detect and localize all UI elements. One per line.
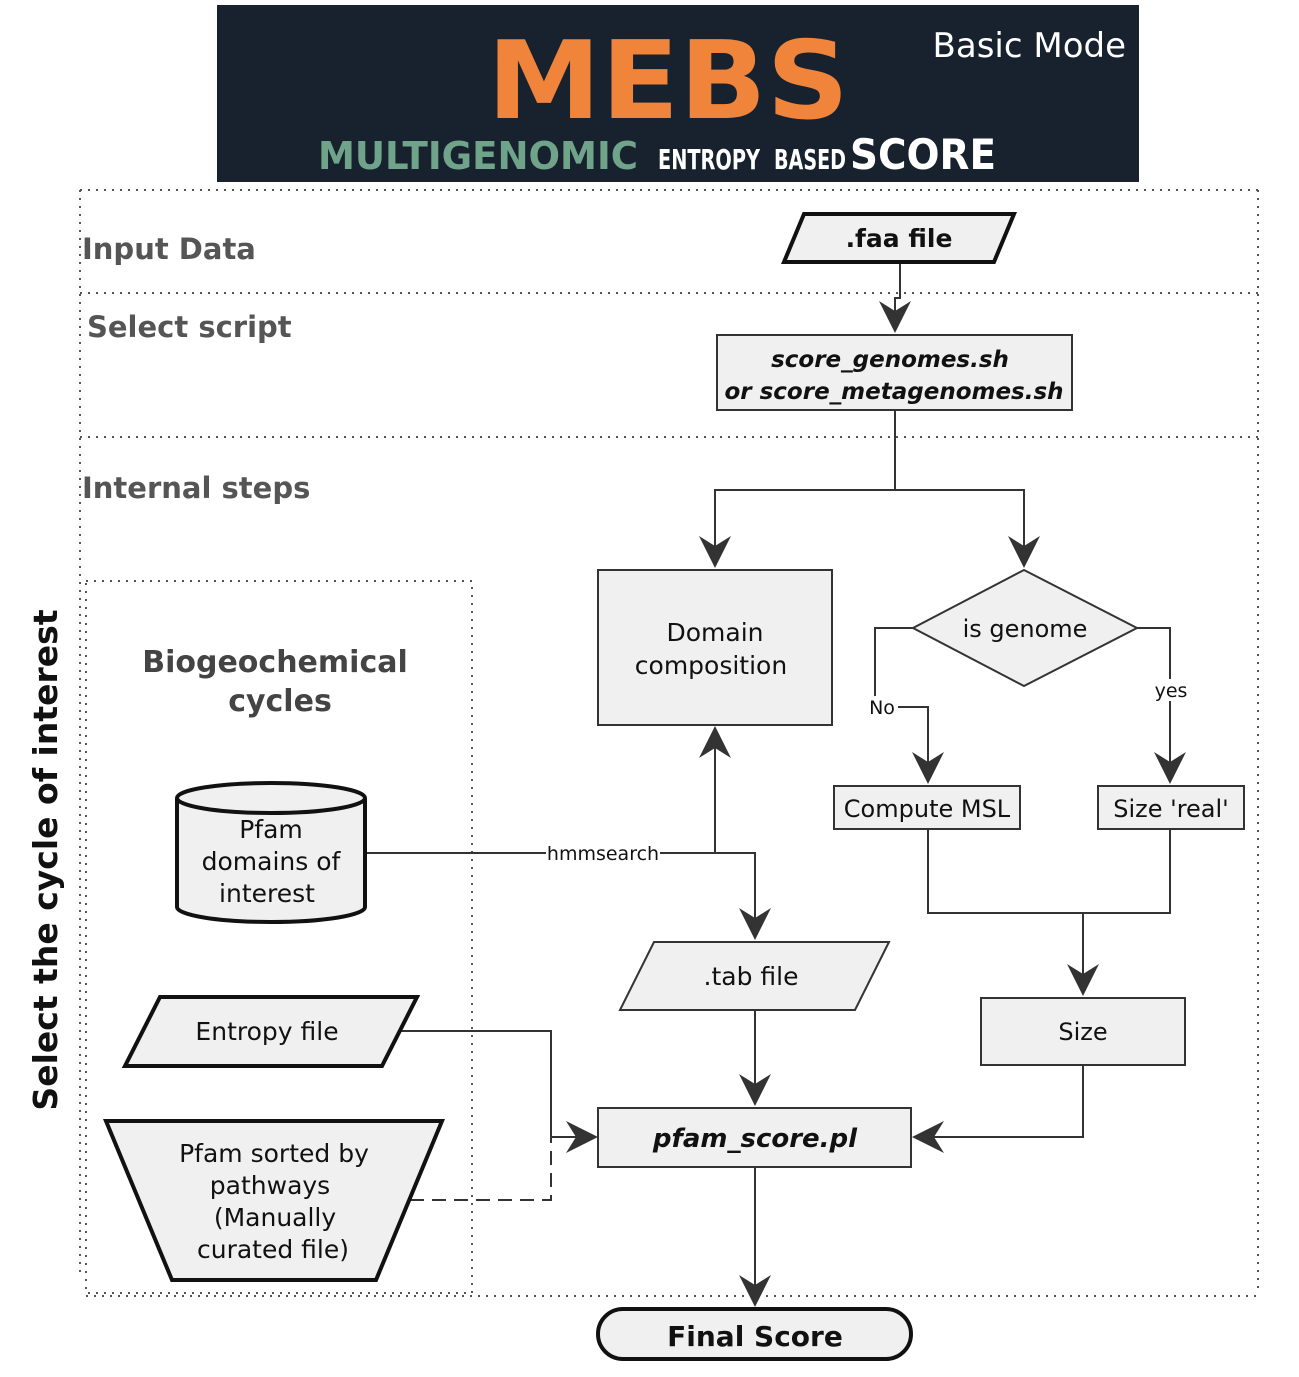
biogeochemical-title-line1: Biogeochemical (142, 645, 408, 680)
node-select-script: score_genomes.sh or score_metagenomes.sh (716, 334, 1073, 411)
svg-text:Pfam sorted by: Pfam sorted by (179, 1139, 369, 1168)
mode-label: Basic Mode (933, 26, 1126, 66)
svg-text:Domain: Domain (666, 618, 763, 647)
node-pfam-sorted-file: Pfam sorted by pathways (Manually curate… (103, 1119, 445, 1282)
svg-text:.faa file: .faa file (846, 224, 953, 253)
edge-decision-yes (1137, 627, 1186, 784)
node-entropy-file: Entropy file (121, 995, 421, 1068)
svg-text:Entropy file: Entropy file (195, 1017, 338, 1046)
edge-hmmsearch (365, 726, 731, 854)
svg-text:hmmsearch: hmmsearch (547, 843, 659, 865)
node-faa-file: .faa file (781, 212, 1017, 264)
edge-entropy-to-pfam-score (400, 1030, 598, 1153)
edge-faa-to-script (879, 262, 911, 333)
edge-script-to-decision (895, 489, 1040, 568)
node-size: Size (980, 997, 1186, 1066)
node-pfam-score: pfam_score.pl (597, 1107, 912, 1168)
svg-text:Size 'real': Size 'real' (1113, 795, 1229, 823)
svg-text:No: No (869, 697, 895, 719)
svg-text:curated file): curated file) (197, 1235, 349, 1264)
logo-subtitle: Multigenomic Entropy Based Score (318, 130, 996, 179)
edge-script-split (699, 410, 896, 568)
header-banner: MEBS Basic Mode Multigenomic Entropy Bas… (217, 5, 1139, 182)
edge-label-no: No (866, 696, 898, 719)
svg-text:pfam_score.pl: pfam_score.pl (652, 1124, 858, 1154)
svg-text:Score: Score (850, 130, 996, 179)
swimlane-borders (79, 189, 1259, 1297)
svg-text:yes: yes (1155, 680, 1188, 702)
edge-sorted-to-pfam-score (410, 1137, 552, 1201)
svg-text:Compute MSL: Compute MSL (844, 795, 1011, 823)
node-compute-msl: Compute MSL (833, 785, 1021, 830)
node-size-real: Size 'real' (1097, 785, 1245, 830)
svg-text:(Manually: (Manually (214, 1203, 337, 1232)
svg-text:or score_metagenomes.sh: or score_metagenomes.sh (724, 379, 1063, 405)
edge-label-yes: yes (1152, 679, 1190, 702)
section-internal-steps: Internal steps (82, 471, 310, 505)
node-tab-file: .tab file (618, 941, 891, 1011)
node-pfam-domains-database: Pfam domains of interest (175, 781, 367, 924)
svg-text:score_genomes.sh: score_genomes.sh (771, 347, 1009, 373)
edges (365, 262, 1186, 1307)
node-decision-is-genome: is genome (910, 568, 1140, 688)
svg-text:composition: composition (635, 651, 787, 680)
svg-text:Entropy: Entropy (658, 143, 760, 176)
biogeochemical-title-line2: cycles (228, 684, 332, 719)
svg-text:Multigenomic: Multigenomic (318, 134, 638, 178)
svg-text:Size: Size (1058, 1018, 1107, 1046)
edge-label-hmmsearch: hmmsearch (546, 842, 660, 865)
section-input-data: Input Data (82, 232, 256, 266)
svg-text:Final Score: Final Score (667, 1320, 843, 1353)
svg-text:.tab file: .tab file (704, 962, 799, 991)
svg-text:interest: interest (219, 879, 315, 908)
svg-text:is genome: is genome (963, 615, 1088, 643)
node-domain-composition: Domain composition (597, 569, 833, 726)
svg-text:domains of: domains of (202, 847, 342, 876)
edge-size-to-pfam-score (912, 1065, 1084, 1153)
section-cycle-of-interest: Select the cycle of interest (26, 609, 65, 1110)
edge-hmmsearch-to-tab (715, 852, 771, 940)
svg-text:Pfam: Pfam (239, 815, 303, 844)
section-select-script: Select script (87, 310, 292, 344)
edge-msl-to-size (927, 829, 1171, 914)
mebs-logo: MEBS (487, 19, 849, 144)
svg-text:pathways: pathways (210, 1171, 330, 1200)
node-final-score: Final Score (596, 1307, 913, 1361)
svg-text:Based: Based (774, 143, 846, 176)
